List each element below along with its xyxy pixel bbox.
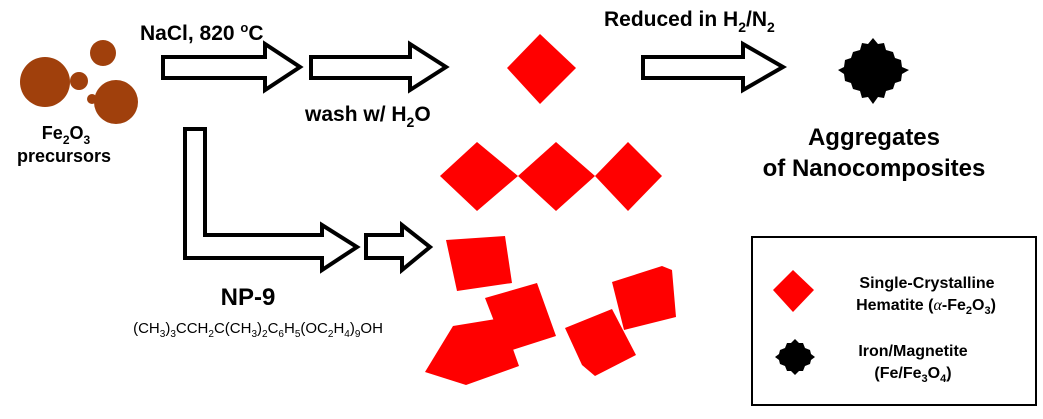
hematite-crystal: [507, 34, 576, 104]
precursor-particle: [90, 40, 116, 66]
arrow-right-1: [161, 40, 304, 94]
precursor-particle: [70, 72, 88, 90]
legend-hematite-line1: Single-Crystalline: [859, 275, 994, 292]
hematite-cluster-crystal: [446, 236, 512, 291]
legend-hematite-line2: Hematite (α-Fe2O3): [856, 297, 996, 317]
magnetite-aggregate: [838, 38, 909, 104]
hematite-chain-crystal: [440, 142, 518, 211]
np9-label: NP-9: [221, 284, 276, 311]
arrow-right-3: [641, 40, 788, 94]
hematite-cluster-crystal: [612, 266, 676, 330]
precursor-particle: [20, 57, 70, 107]
precursor-particles: [20, 40, 138, 124]
hematite-chain-crystal: [518, 142, 595, 211]
precursor-particle: [94, 80, 138, 124]
legend-box: [751, 236, 1037, 406]
legend-magnetite-line2: (Fe/Fe3O4): [874, 365, 951, 385]
hematite-chain-crystal: [595, 142, 662, 211]
legend-magnetite-line1: Iron/Magnetite: [858, 343, 967, 360]
precursor-formula: Fe2O3: [42, 123, 91, 147]
arrow-right-2: [309, 40, 450, 94]
hematite-chain: [440, 142, 662, 211]
precursor-word: precursors: [17, 146, 111, 166]
step1-condition-label: NaCl, 820 oC: [140, 20, 264, 45]
legend-magnetite-icon: [775, 339, 815, 375]
arrow-l-shaped: [183, 127, 361, 274]
wash-label: wash w/ H2O: [304, 103, 431, 130]
product-label-line1: Aggregates: [808, 124, 940, 151]
np9-formula: (CH3)3CCH2C(CH3)2C6H5(OC2H4)9OH: [133, 320, 383, 340]
legend-hematite-icon: [773, 270, 814, 312]
hematite-cluster: [425, 236, 676, 385]
arrow-right-4: [364, 220, 434, 275]
reduction-label: Reduced in H2/N2: [604, 8, 775, 35]
hematite-cluster-crystal: [425, 318, 519, 385]
product-label-line2: of Nanocomposites: [763, 155, 986, 182]
hematite-cluster-crystal: [565, 309, 636, 376]
